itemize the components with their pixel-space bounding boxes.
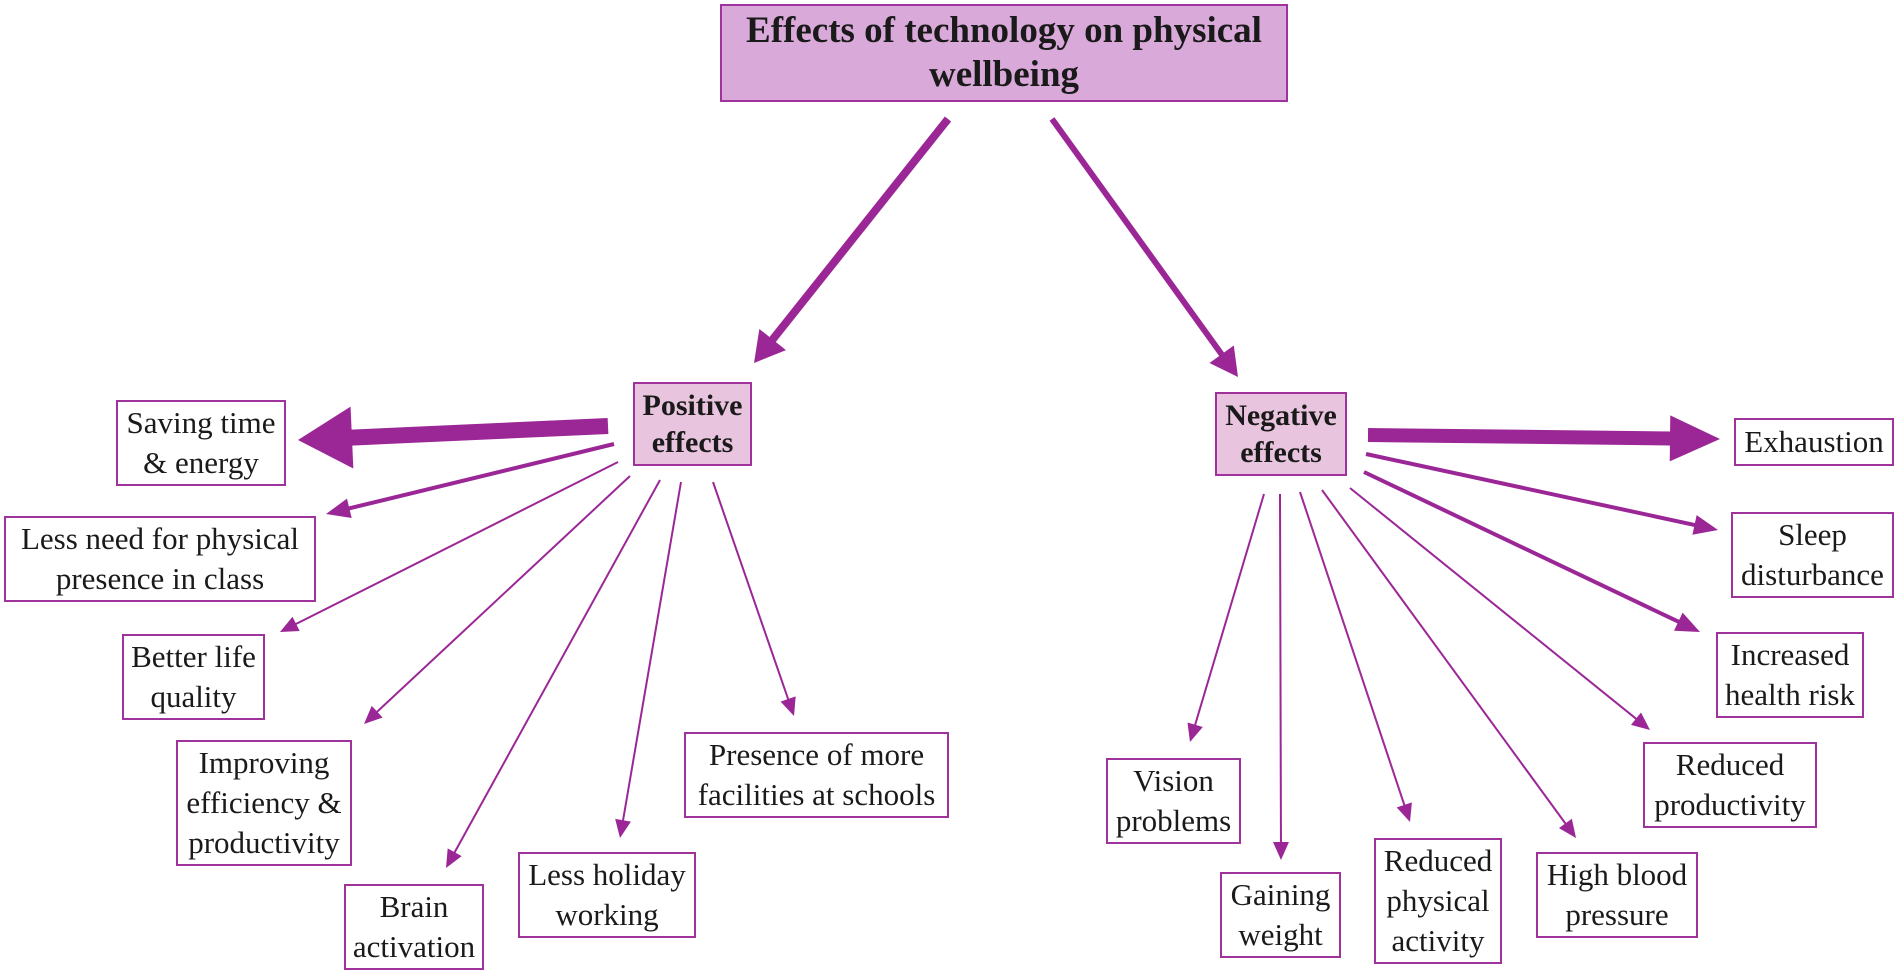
negative-item-text: Increased health risk bbox=[1725, 637, 1855, 712]
arrow-positive-physical-presence bbox=[326, 442, 615, 519]
arrow-head bbox=[280, 616, 300, 632]
diagram-title-text: Effects of technology on physical wellbe… bbox=[746, 10, 1262, 95]
arrow-positive-brain bbox=[446, 479, 661, 868]
negative-effects-node: Negative effects bbox=[1215, 392, 1347, 476]
arrow-head bbox=[1187, 722, 1203, 742]
arrow-shaft bbox=[1193, 493, 1265, 726]
arrow-head bbox=[1692, 515, 1718, 535]
arrow-head bbox=[780, 696, 796, 716]
arrow-shaft bbox=[350, 418, 609, 446]
arrow-shaft bbox=[1299, 491, 1406, 807]
arrow-negative-blood-pressure bbox=[1321, 489, 1576, 838]
arrow-head bbox=[1669, 415, 1720, 462]
positive-item-more-facilities: Presence of more facilities at schools bbox=[684, 732, 949, 818]
arrow-title-to-positive bbox=[754, 116, 952, 363]
negative-item-reduced-physical-activity: Reduced physical activity bbox=[1374, 838, 1502, 964]
negative-item-text: Gaining weight bbox=[1230, 877, 1331, 952]
negative-item-text: High blood pressure bbox=[1546, 857, 1688, 932]
arrow-head bbox=[364, 705, 383, 724]
positive-item-text: Less need for physical presence in class bbox=[20, 521, 300, 596]
negative-item-exhaustion: Exhaustion bbox=[1734, 418, 1894, 466]
positive-item-brain-activation: Brain activation bbox=[344, 884, 484, 970]
arrow-head bbox=[1209, 345, 1238, 377]
arrow-shaft bbox=[1363, 470, 1681, 624]
positive-item-text: Presence of more facilities at schools bbox=[697, 737, 936, 812]
positive-item-less-holiday-working: Less holiday working bbox=[518, 852, 696, 938]
arrow-positive-life-quality bbox=[280, 461, 619, 632]
positive-item-text: Better life quality bbox=[131, 639, 256, 714]
arrow-head bbox=[754, 328, 786, 363]
negative-item-reduced-productivity: Reduced productivity bbox=[1643, 742, 1817, 828]
negative-item-gaining-weight: Gaining weight bbox=[1220, 872, 1341, 958]
arrow-negative-weight bbox=[1272, 493, 1289, 860]
arrow-positive-efficiency bbox=[364, 475, 631, 724]
arrow-shaft bbox=[375, 475, 631, 714]
arrow-negative-sleep bbox=[1365, 452, 1718, 535]
positive-item-better-life-quality: Better life quality bbox=[122, 634, 265, 720]
arrow-shaft bbox=[621, 481, 682, 822]
arrow-shaft bbox=[1321, 489, 1567, 825]
positive-item-improving-efficiency: Improving efficiency & productivity bbox=[176, 740, 352, 866]
negative-item-high-blood-pressure: High blood pressure bbox=[1536, 852, 1698, 938]
arrow-shaft bbox=[1349, 487, 1638, 721]
positive-item-text: Brain activation bbox=[352, 889, 476, 964]
negative-item-increased-health-risk: Increased health risk bbox=[1716, 632, 1864, 718]
arrow-positive-facilities bbox=[712, 481, 796, 716]
arrow-head bbox=[1630, 712, 1650, 730]
negative-item-text: Reduced productivity bbox=[1654, 747, 1806, 822]
arrow-negative-physical-activity bbox=[1299, 491, 1412, 822]
negative-item-text: Sleep disturbance bbox=[1741, 517, 1884, 592]
arrow-shaft bbox=[1049, 117, 1225, 357]
positive-item-less-physical-presence: Less need for physical presence in class bbox=[4, 516, 316, 602]
arrow-positive-saving-time bbox=[298, 406, 609, 469]
arrow-head bbox=[1558, 818, 1576, 838]
arrow-shaft bbox=[768, 116, 952, 343]
arrow-shaft bbox=[1367, 428, 1672, 446]
arrow-shaft bbox=[1365, 452, 1696, 528]
positive-item-text: Improving efficiency & productivity bbox=[186, 745, 342, 860]
negative-item-text: Vision problems bbox=[1115, 763, 1232, 838]
arrow-title-to-negative bbox=[1049, 117, 1238, 377]
negative-item-sleep-disturbance: Sleep disturbance bbox=[1731, 512, 1894, 598]
arrow-negative-productivity bbox=[1349, 487, 1650, 730]
arrow-head bbox=[446, 848, 462, 868]
arrow-negative-exhaustion bbox=[1367, 415, 1720, 462]
arrow-negative-health-risk bbox=[1363, 470, 1700, 632]
negative-effects-label: Negative effects bbox=[1225, 398, 1337, 470]
negative-item-text: Reduced physical activity bbox=[1383, 843, 1493, 958]
arrow-head bbox=[326, 498, 352, 519]
negative-item-text: Exhaustion bbox=[1744, 424, 1884, 460]
arrow-shaft bbox=[712, 481, 790, 701]
arrow-shaft bbox=[347, 442, 615, 511]
diagram-title: Effects of technology on physical wellbe… bbox=[720, 4, 1288, 102]
positive-effects-label: Positive effects bbox=[642, 388, 743, 460]
arrow-head bbox=[1272, 841, 1289, 860]
positive-item-saving-time: Saving time & energy bbox=[116, 400, 286, 486]
arrow-head bbox=[298, 406, 354, 469]
positive-item-text: Less holiday working bbox=[528, 857, 686, 932]
positive-effects-node: Positive effects bbox=[633, 382, 752, 466]
arrow-positive-holiday bbox=[615, 481, 682, 838]
arrow-shaft bbox=[1279, 493, 1282, 844]
arrow-head bbox=[1396, 802, 1412, 822]
arrow-head bbox=[1674, 612, 1700, 632]
arrow-head bbox=[615, 818, 631, 838]
negative-item-vision-problems: Vision problems bbox=[1106, 758, 1241, 844]
arrow-negative-vision bbox=[1187, 493, 1265, 742]
arrow-shaft bbox=[453, 479, 661, 854]
arrow-shaft bbox=[294, 461, 619, 626]
positive-item-text: Saving time & energy bbox=[126, 405, 276, 480]
